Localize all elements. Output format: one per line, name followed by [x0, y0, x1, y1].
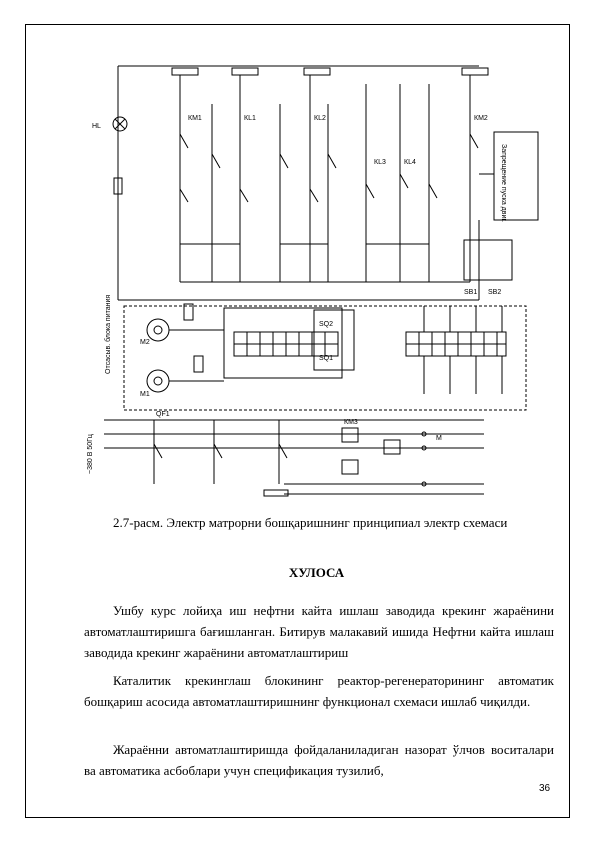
label-kl1: КL1 — [244, 115, 256, 122]
supply-label: ~380 В 50Гц — [87, 434, 94, 474]
label-km3: КМ3 — [344, 419, 358, 426]
lamp-label: HL — [92, 123, 101, 130]
label-kl2: КL2 — [314, 115, 326, 122]
paragraph-1: Ушбу курс лойиҳа иш нефтни кайта ишлаш з… — [84, 603, 554, 660]
label-sb2: SB2 — [488, 289, 501, 296]
figure-caption: 2.7-расм. Электр матрорни бошқаришнинг п… — [113, 515, 508, 530]
label-sb1: SB1 — [464, 289, 477, 296]
label-m1: M1 — [140, 391, 150, 398]
note-start-inhibit: Запрещение пуска двиг. — [500, 144, 507, 222]
paragraph-3: Жараённи автоматлаштиришда фойдаланилади… — [84, 742, 554, 778]
label-km1: КМ1 — [188, 115, 202, 122]
label-qf1: QF1 — [156, 411, 170, 418]
page-number: 36 — [539, 783, 551, 794]
ventilator-label: Отсасыв. блока питания — [104, 295, 112, 374]
label-km2: КМ2 — [474, 115, 488, 122]
paragraph-2: Каталитик крекинглаш блокининг реактор-р… — [84, 673, 554, 709]
label-kl3: КL3 — [374, 159, 386, 166]
label-sq1: SQ1 — [319, 355, 333, 362]
section-heading: ХУЛОСА — [288, 565, 345, 580]
label-m2: M2 — [140, 339, 150, 346]
label-kl4: КL4 — [404, 159, 416, 166]
motor-label: М — [436, 435, 442, 442]
label-sq2: SQ2 — [319, 321, 333, 328]
electrical-schematic: HL КМ1 КL1 КL2 КL3 КL4 КМ2 SB1 SB2 Запре… — [87, 65, 539, 497]
page-border — [25, 24, 570, 818]
